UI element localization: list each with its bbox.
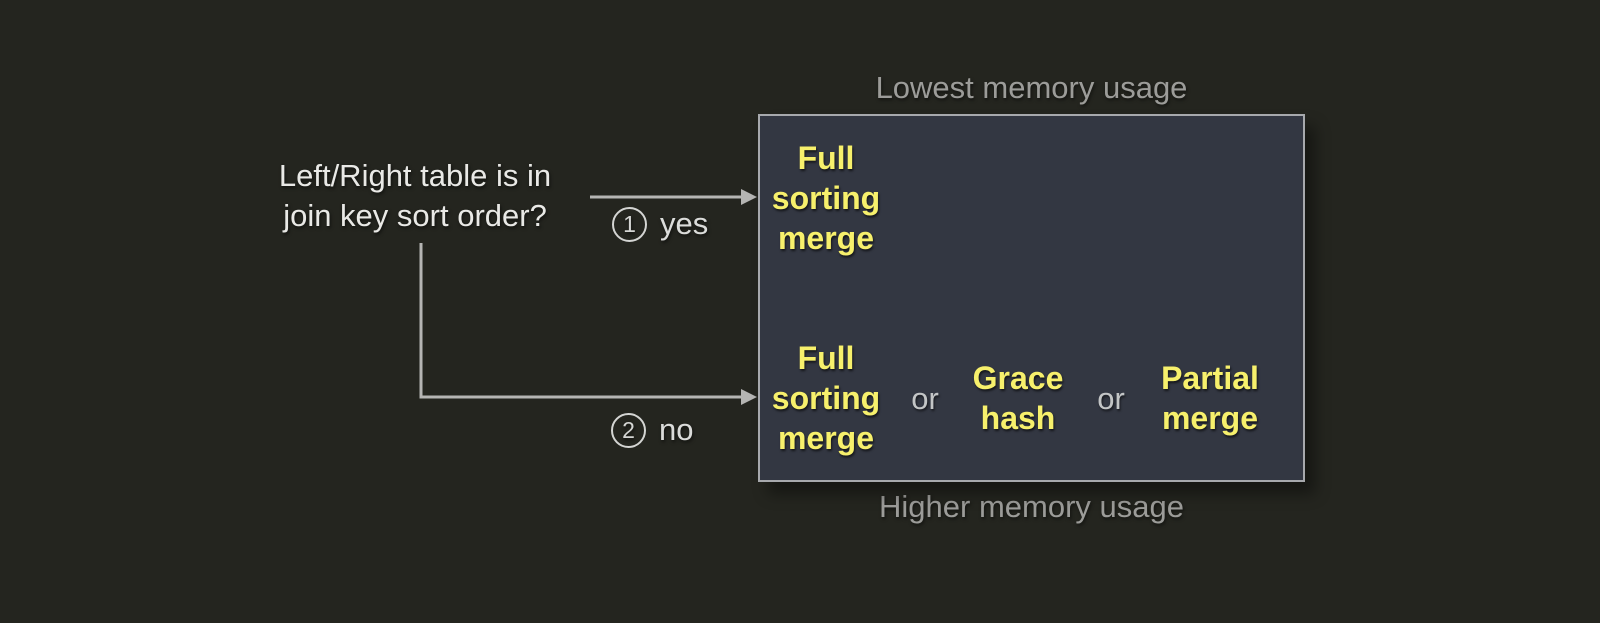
algorithm-partial-merge: Partial merge [1161,360,1259,436]
circled-number-2: 2 [611,412,646,448]
algorithm-box [758,114,1305,482]
algorithm-full-sorting-merge-sorted: Full sorting merge [771,140,881,256]
algorithm-grace-hash: Grace hash [972,360,1064,436]
algorithm-full-sorting-merge-unsorted: Full sorting merge [771,340,881,456]
branch-label-no: 2 no [611,412,693,448]
no-elbow-line [419,243,744,399]
higher-memory-caption: Higher memory usage [879,489,1184,524]
question-line-1: Left/Right table is in [278,158,552,193]
branch-label-yes: 1 yes [612,206,708,242]
question-text: Left/Right table is in join key sort ord… [240,156,590,236]
yes-label: yes [660,206,709,241]
question-line-2: join key sort order? [283,198,547,233]
or-separator-2: or [1097,381,1125,416]
or-separator-1: or [911,381,939,416]
lowest-memory-caption: Lowest memory usage [875,70,1188,105]
no-label: no [659,412,694,447]
circled-number-1: 1 [612,206,647,242]
